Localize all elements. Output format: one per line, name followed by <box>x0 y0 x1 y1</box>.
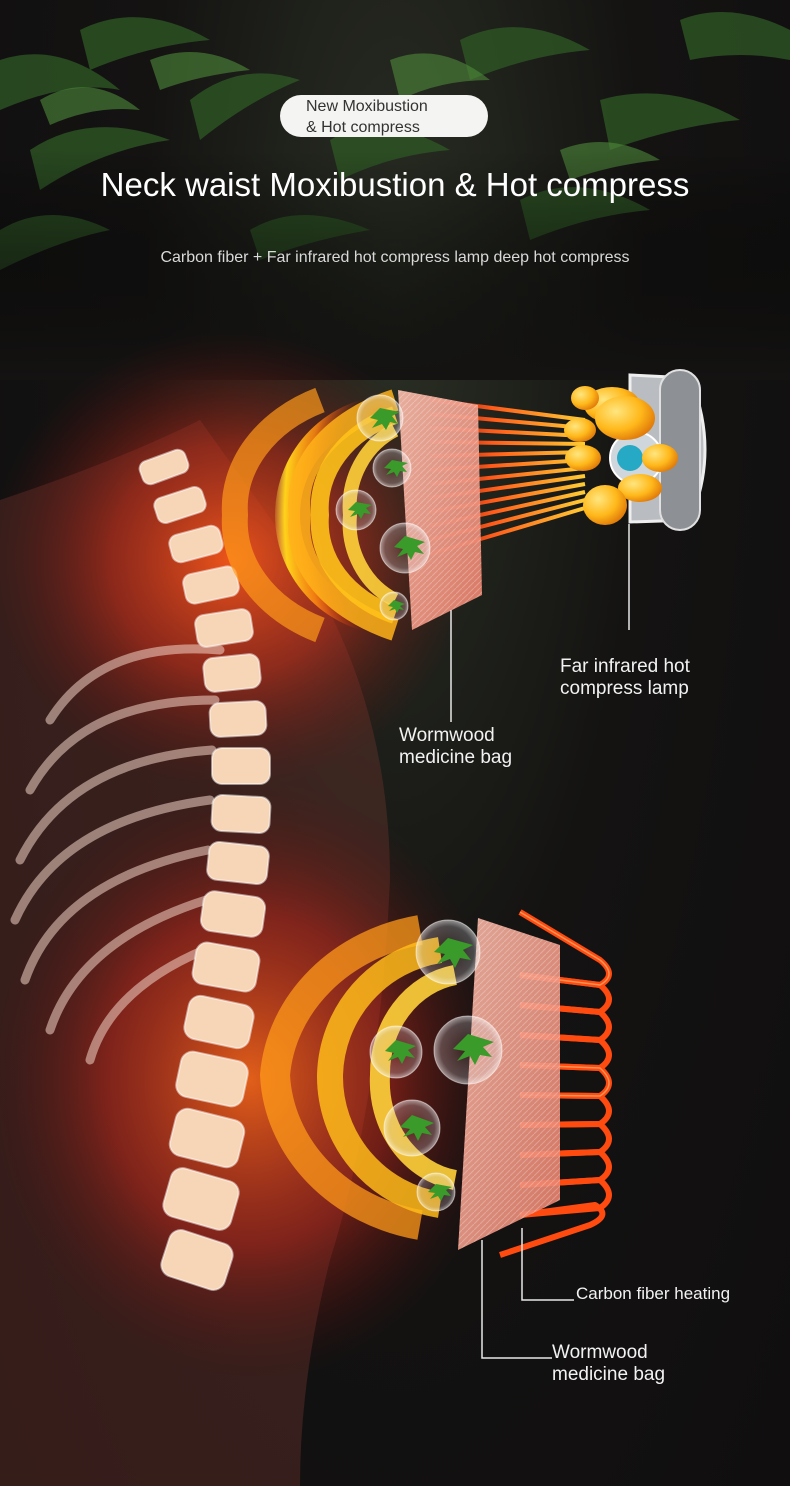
label-wormwood-bag-upper: Wormwood medicine bag <box>399 725 513 768</box>
page-subtitle: Carbon fiber + Far infrared hot compress… <box>160 249 630 266</box>
far-infrared-lamp <box>564 369 707 630</box>
wormwood-pad-upper <box>398 390 482 722</box>
badge-line-2: & Hot compress <box>306 119 420 136</box>
label-carbon-fiber-heating: Carbon fiber heating <box>576 1284 731 1303</box>
spine <box>138 448 272 1291</box>
wormwood-pad-lower <box>458 918 574 1359</box>
lower-heat-waves <box>259 915 458 1240</box>
label-far-infrared-lamp: Far infrared hot compress lamp <box>560 656 690 699</box>
page-title: Neck waist Moxibustion & Hot compress <box>100 166 690 203</box>
herb-bubbles-upper <box>335 394 431 621</box>
badge-line-1: New Moxibustion <box>306 98 428 115</box>
label-wormwood-bag-lower: Wormwood medicine bag <box>552 1342 666 1385</box>
herb-bubbles-lower <box>369 919 503 1212</box>
feature-badge: New Moxibustion & Hot compress <box>280 95 488 137</box>
